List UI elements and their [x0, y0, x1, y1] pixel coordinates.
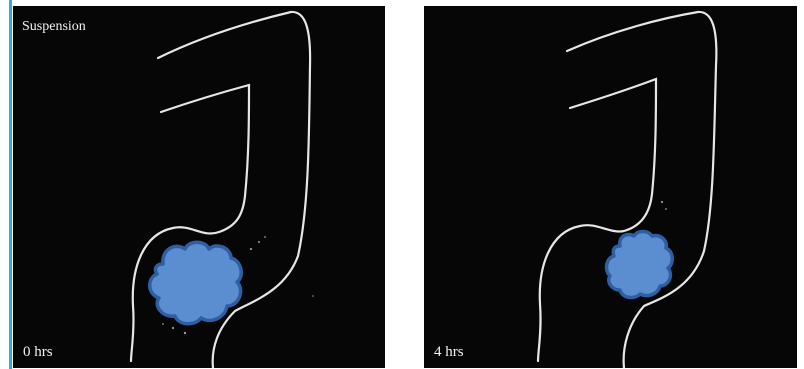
dosage-blob-large	[150, 242, 242, 324]
stomach-inner-outline	[538, 79, 656, 361]
panel-0-hrs: Suspension 0 hrs	[13, 6, 385, 368]
time-label: 4 hrs	[434, 344, 464, 360]
dosage-blob-small	[607, 232, 673, 298]
panel-title: Suspension	[22, 19, 86, 35]
panel-4-hrs-drawing	[424, 6, 797, 368]
time-label: 0 hrs	[23, 344, 53, 360]
faint-specks	[661, 201, 667, 210]
panel-0-hrs-drawing	[13, 6, 385, 368]
accent-rule	[9, 0, 12, 369]
panel-4-hrs: 4 hrs	[424, 6, 797, 368]
stomach-outer-outline	[567, 12, 716, 368]
